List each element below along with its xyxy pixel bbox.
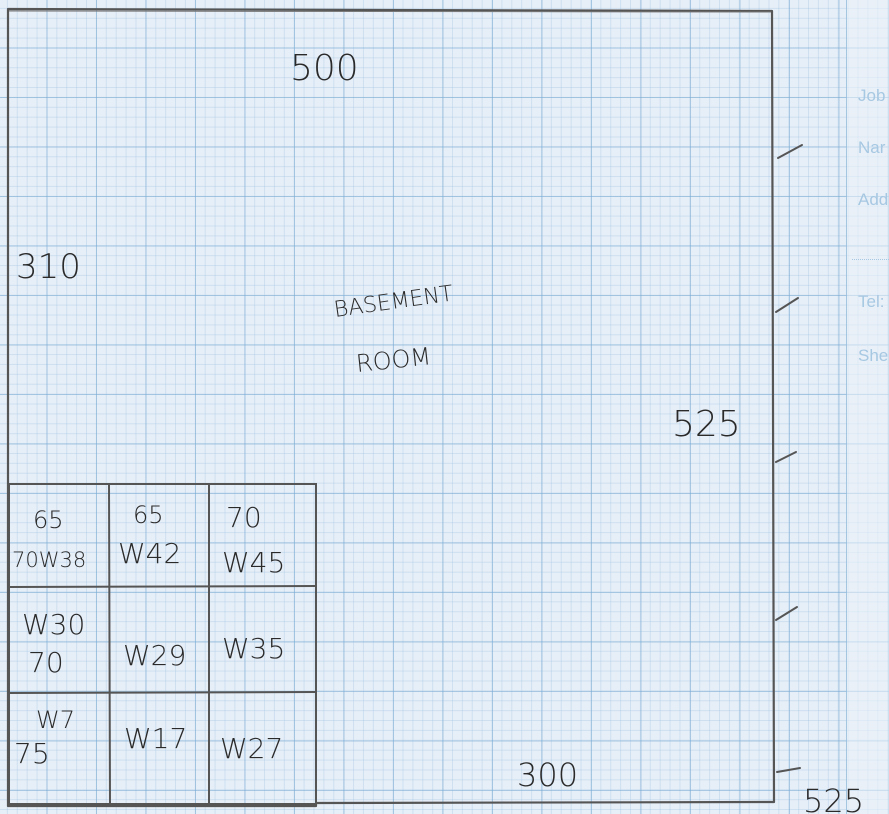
corner-dimension: 525: [803, 782, 864, 814]
top-dimension: 500: [290, 48, 359, 89]
right-edge-ticks: [775, 144, 803, 773]
cell-8-bottom: W17: [124, 722, 187, 755]
cell-3-bottom: W45: [222, 546, 285, 579]
bottom-dimension: 300: [517, 756, 578, 794]
cell-5-bottom: W29: [123, 639, 186, 672]
cell-2-top: 65: [133, 501, 164, 529]
form-margin: [846, 0, 889, 814]
job-label: Job: [858, 86, 886, 105]
room-outline: [6, 7, 776, 808]
cell-9-bottom: W27: [220, 732, 283, 765]
name-label: Nar: [858, 138, 886, 157]
cell-6-bottom: W35: [222, 632, 285, 665]
sheet-label: She: [858, 346, 889, 365]
tel-label: Tel:: [858, 292, 885, 311]
room-label-line2: ROOM: [355, 342, 433, 378]
right-dimension: 525: [672, 404, 741, 445]
cell-7-top: W7: [36, 706, 75, 734]
left-dimension: 310: [16, 247, 81, 287]
cell-1-bottom: 70W38: [12, 548, 86, 572]
cell-4-top: W30: [22, 608, 85, 641]
cell-1-top: 65: [33, 506, 64, 534]
cell-2-bottom: W42: [118, 537, 181, 570]
address-dotted-line: [852, 259, 889, 260]
address-label: Add: [858, 190, 889, 209]
room-label-line1: BASEMENT: [332, 281, 454, 322]
cell-4-bottom: 70: [28, 646, 64, 679]
cell-3-top: 70: [226, 501, 262, 534]
unit-grid: [8, 483, 317, 805]
cell-7-bottom: 75: [14, 737, 50, 770]
